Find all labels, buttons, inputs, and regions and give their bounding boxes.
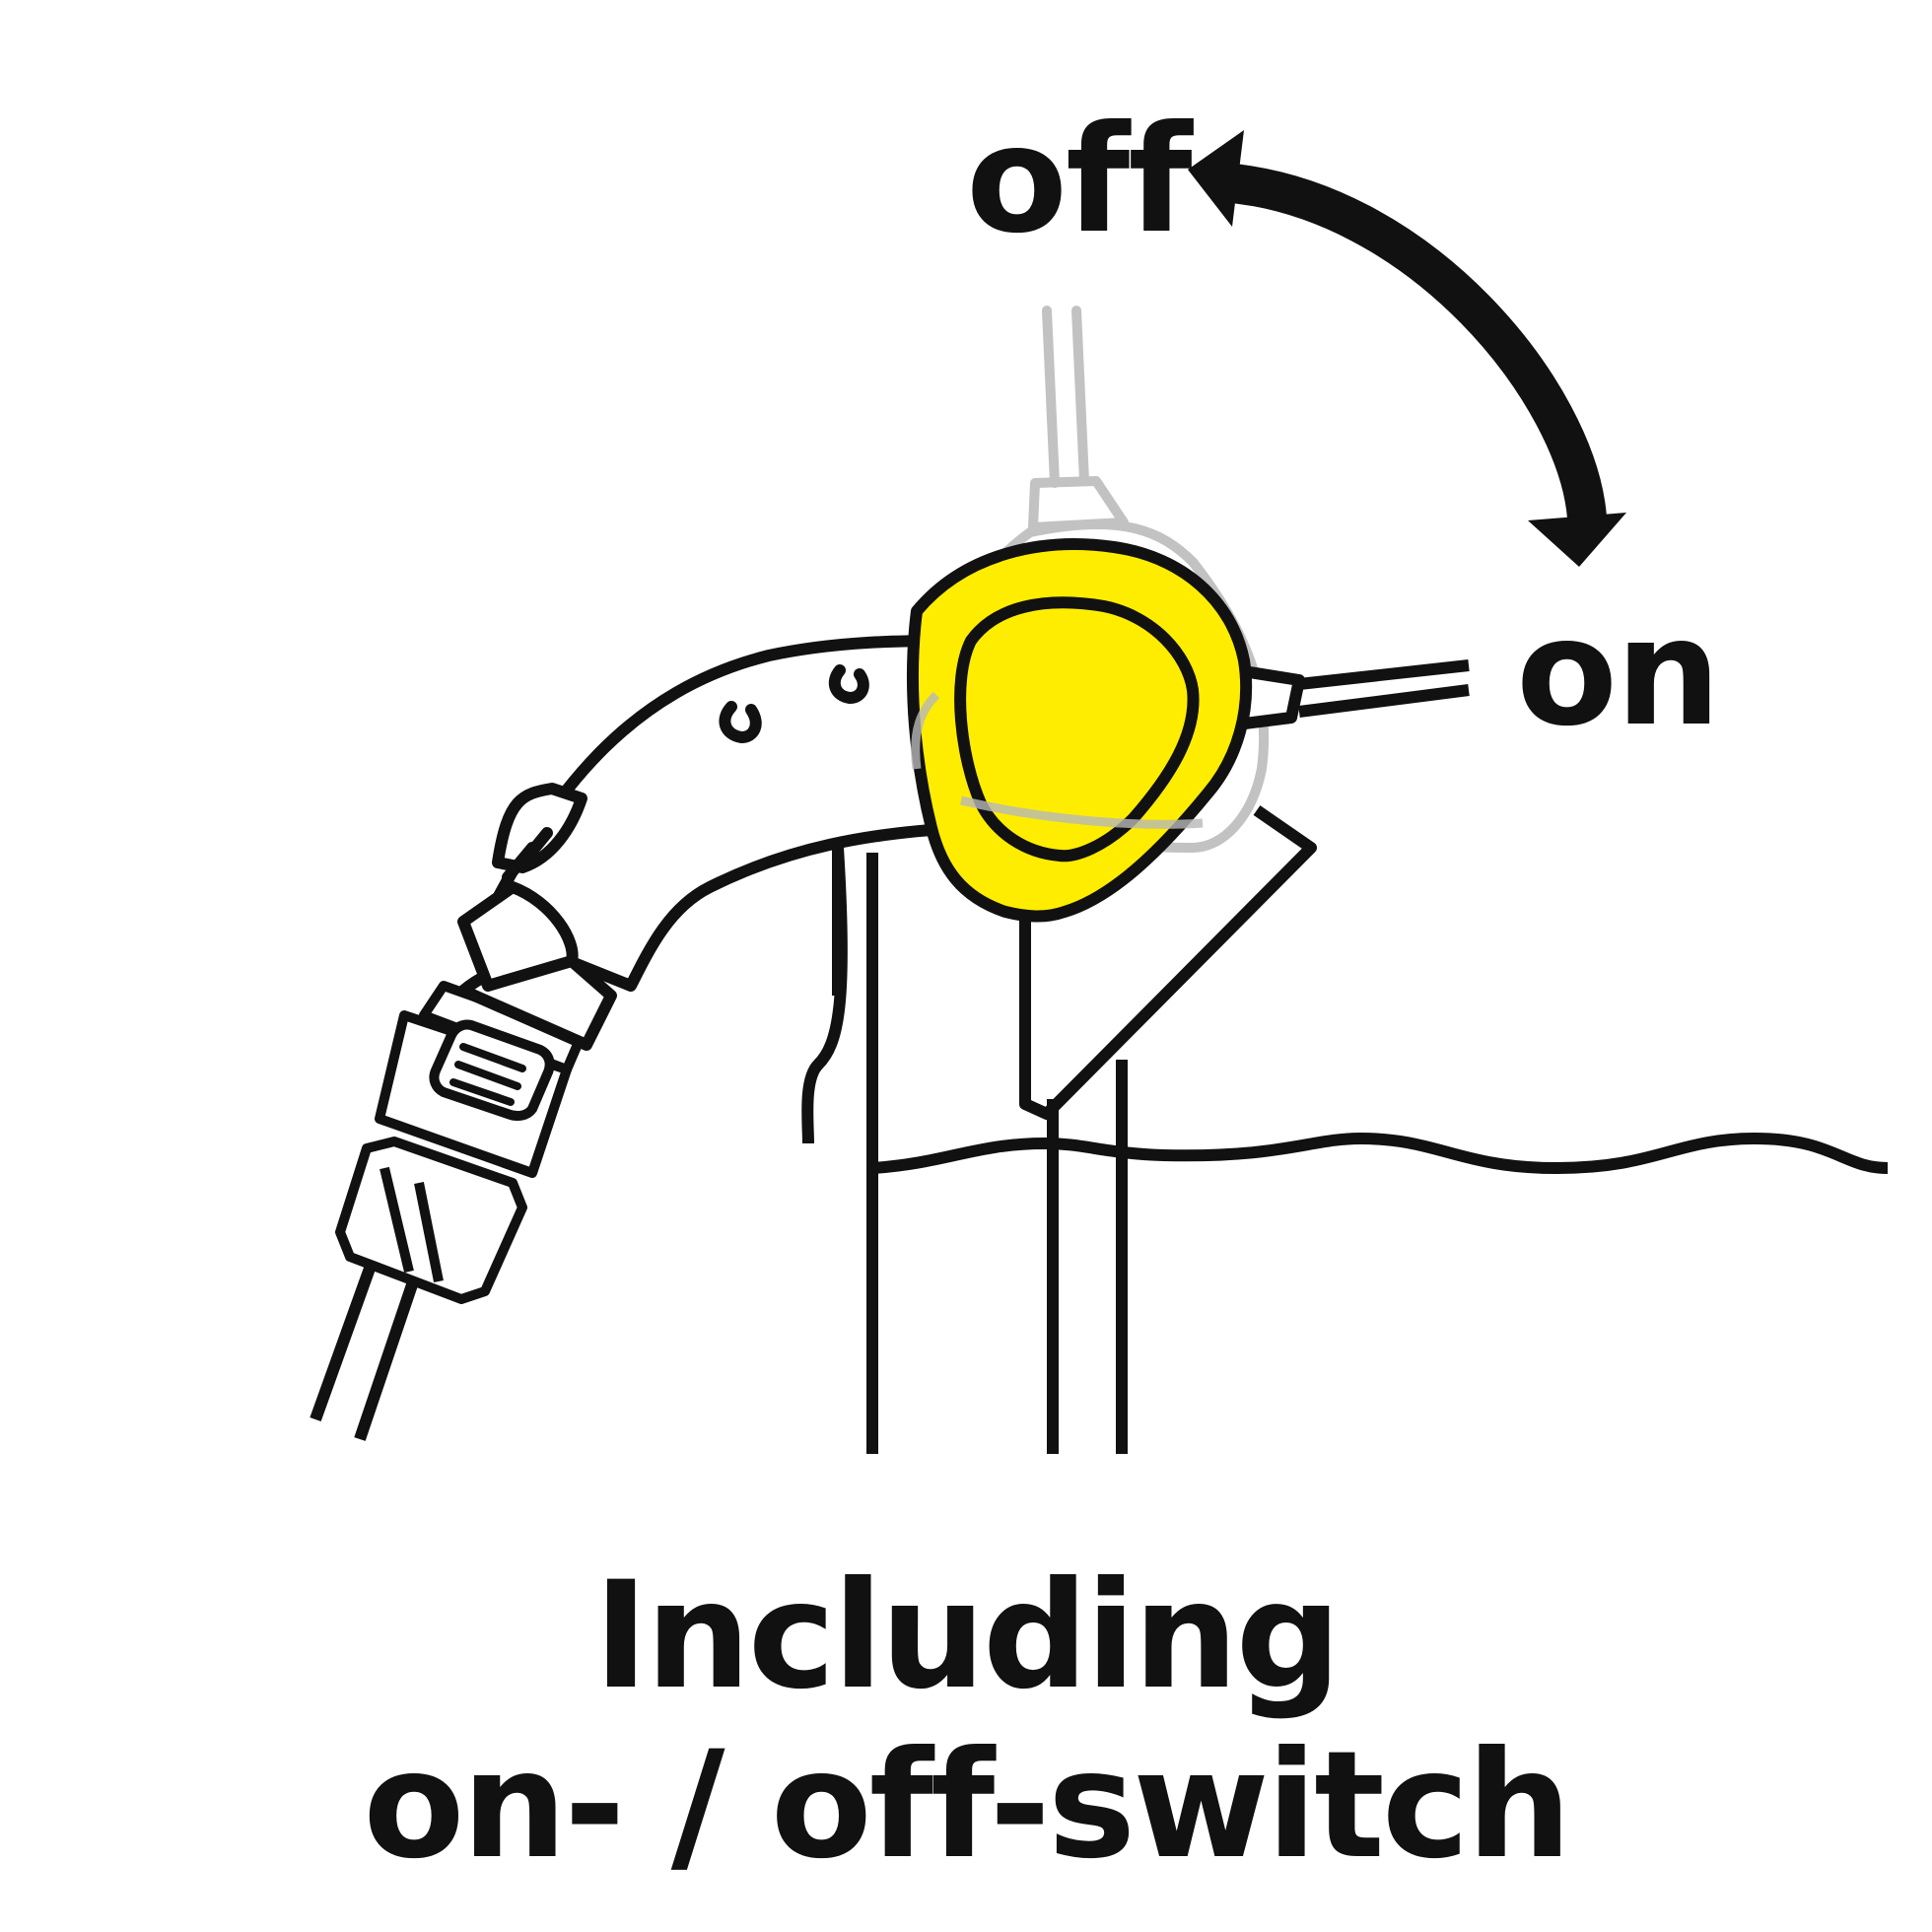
label-off: off: [966, 95, 1193, 266]
hose-connector: [335, 981, 586, 1304]
caption-line-1: Including: [593, 1551, 1342, 1722]
label-on: on: [1516, 587, 1721, 759]
pump-body: [457, 635, 967, 1051]
rotation-arrow: [1188, 130, 1626, 567]
pump-stand: [801, 805, 1889, 1454]
float-ghost-overlay: [911, 691, 1204, 829]
caption: Including on- / off-switch: [0, 1552, 1932, 1893]
caption-line-2: on- / off-switch: [363, 1720, 1571, 1892]
float-switch-on: [906, 538, 1470, 923]
